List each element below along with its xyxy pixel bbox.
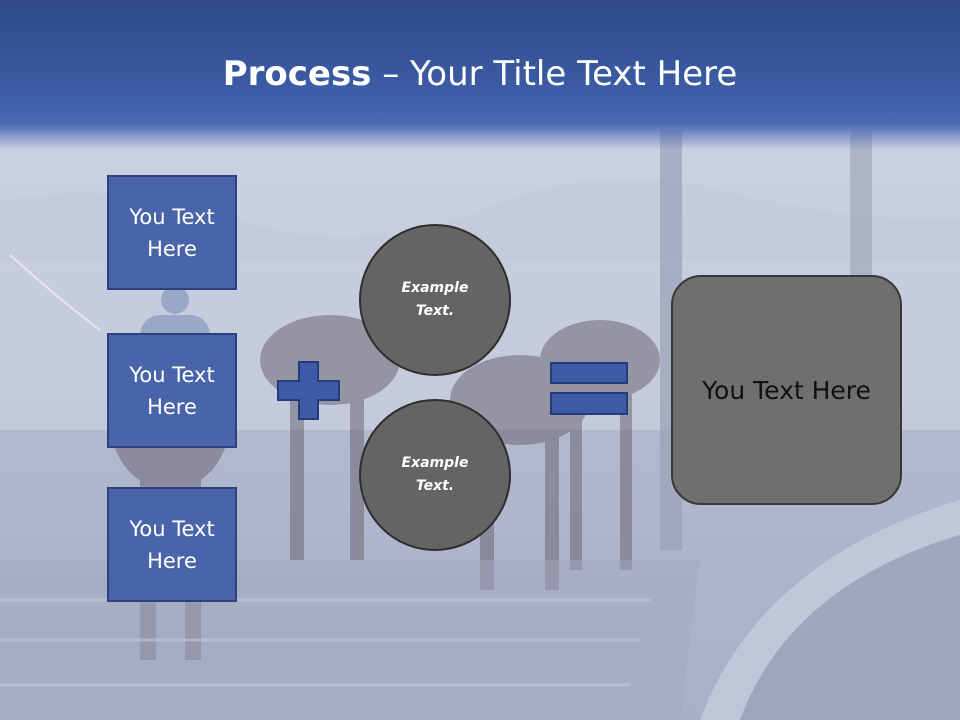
result-box-label: You Text Here: [702, 375, 871, 405]
title-bar: [0, 0, 960, 150]
text-box-2[interactable]: You Text Here: [107, 333, 237, 448]
text-box-2-label: You Text Here: [129, 362, 215, 419]
text-box-1[interactable]: You Text Here: [107, 175, 237, 290]
example-circle-2[interactable]: Example Text.: [359, 399, 511, 551]
example-circle-2-label: Example Text.: [401, 455, 469, 494]
title-rest: – Your Title Text Here: [371, 54, 738, 94]
text-box-3-label: You Text Here: [129, 516, 215, 573]
text-box-3[interactable]: You Text Here: [107, 487, 237, 602]
example-circle-1-label: Example Text.: [401, 280, 469, 319]
example-circle-1[interactable]: Example Text.: [359, 224, 511, 376]
equals-icon: [550, 362, 628, 415]
title-bold: Process: [222, 54, 372, 94]
result-box[interactable]: You Text Here: [671, 275, 902, 505]
text-box-1-label: You Text Here: [129, 204, 215, 261]
plus-icon: [277, 361, 340, 420]
slide-title: Process – Your Title Text Here: [0, 52, 960, 96]
